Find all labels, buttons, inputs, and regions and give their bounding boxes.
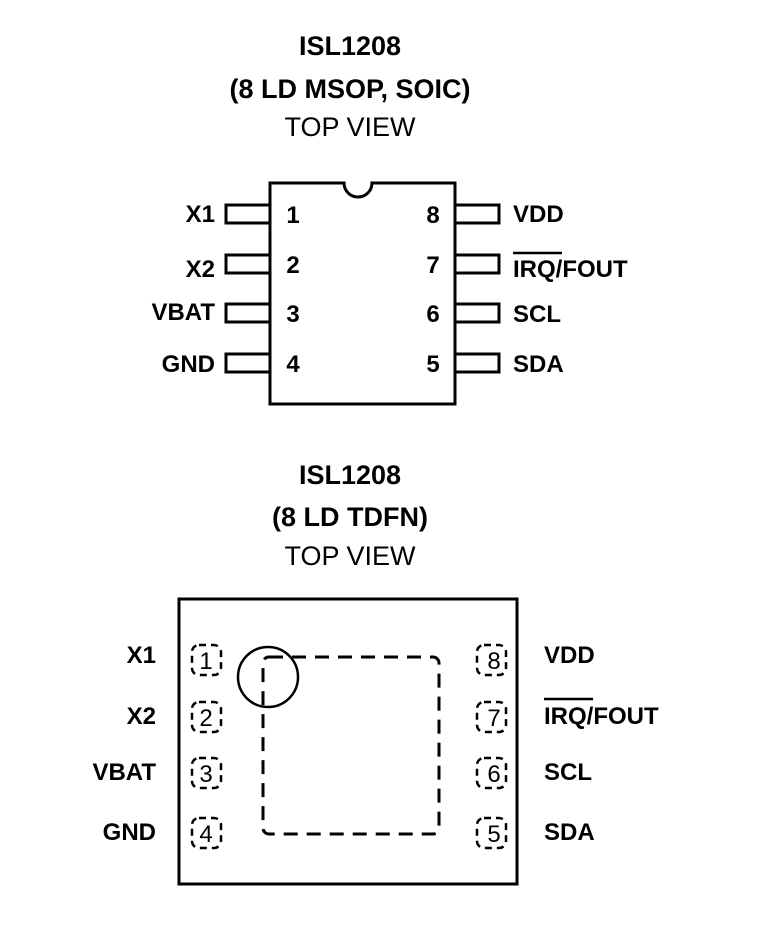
tdfn-pad-4 — [190, 816, 223, 850]
tdfn-right-label-2: IRQ/FOUT — [544, 703, 659, 730]
tdfn-left-label-1: X1 — [127, 642, 156, 669]
tdfn-pad-2 — [190, 700, 223, 734]
msop-left-label-4: GND — [162, 351, 215, 378]
msop-pin-lead-7 — [453, 253, 501, 275]
msop-right-label-1: VDD — [513, 201, 564, 228]
msop-package-body — [268, 181, 457, 406]
tdfn-left-number-4: 4 — [199, 821, 212, 848]
tdfn-pad-3 — [190, 756, 223, 790]
msop-left-label-1: X1 — [186, 201, 215, 228]
tdfn-right-label-4: SDA — [544, 819, 595, 846]
tdfn-pad-5 — [475, 816, 508, 850]
tdfn-left-number-3: 3 — [199, 761, 212, 788]
msop-left-number-4: 4 — [286, 351, 300, 378]
tdfn-pad-6 — [475, 756, 508, 790]
tdfn-package: (8 LD TDFN) — [272, 502, 428, 532]
tdfn-view: TOP VIEW — [284, 541, 416, 571]
msop-left-number-2: 2 — [286, 252, 299, 279]
tdfn-right-number-6: 6 — [487, 761, 500, 788]
msop-right-number-5: 5 — [426, 351, 439, 378]
tdfn-right-label-1: VDD — [544, 642, 595, 669]
tdfn-right-number-8: 8 — [487, 648, 500, 675]
msop-pin-lead-3 — [224, 302, 272, 324]
msop-pin-lead-8 — [453, 203, 501, 225]
msop-pin-lead-2 — [224, 253, 272, 275]
msop-pin-lead-1 — [224, 203, 272, 225]
msop-left-label-2: X2 — [186, 256, 215, 283]
msop-left-number-3: 3 — [286, 301, 299, 328]
tdfn-left-label-3: VBAT — [92, 759, 156, 786]
msop-pin-lead-4 — [224, 352, 272, 374]
tdfn-pad-8 — [475, 643, 508, 677]
tdfn-pad-7 — [475, 700, 508, 734]
tdfn-left-number-2: 2 — [199, 705, 212, 732]
msop-right-number-7: 7 — [426, 252, 439, 279]
tdfn-package-body — [177, 597, 519, 886]
msop-left-label-3: VBAT — [151, 299, 215, 326]
msop-right-number-6: 6 — [426, 301, 439, 328]
msop-right-number-8: 8 — [426, 202, 439, 229]
tdfn-pin1-marker — [236, 645, 300, 709]
tdfn-pad-1 — [190, 643, 223, 677]
tdfn-title: ISL1208 — [299, 460, 401, 490]
msop-right-label-4: SDA — [513, 351, 564, 378]
msop-package: (8 LD MSOP, SOIC) — [229, 74, 470, 104]
tdfn-right-label-3: SCL — [544, 759, 592, 786]
tdfn-right-number-5: 5 — [487, 821, 500, 848]
msop-view: TOP VIEW — [284, 112, 416, 142]
tdfn-left-label-2: X2 — [127, 703, 156, 730]
msop-pin-lead-6 — [453, 302, 501, 324]
msop-title: ISL1208 — [299, 31, 401, 61]
tdfn-left-number-1: 1 — [199, 648, 212, 675]
msop-left-number-1: 1 — [286, 202, 299, 229]
tdfn-left-label-4: GND — [103, 819, 156, 846]
msop-pin-lead-5 — [453, 352, 501, 374]
msop-right-label-3: SCL — [513, 301, 561, 328]
tdfn-right-number-7: 7 — [487, 705, 500, 732]
tdfn-exposed-pad — [261, 655, 441, 836]
msop-right-label-2: IRQ/FOUT — [513, 256, 628, 283]
